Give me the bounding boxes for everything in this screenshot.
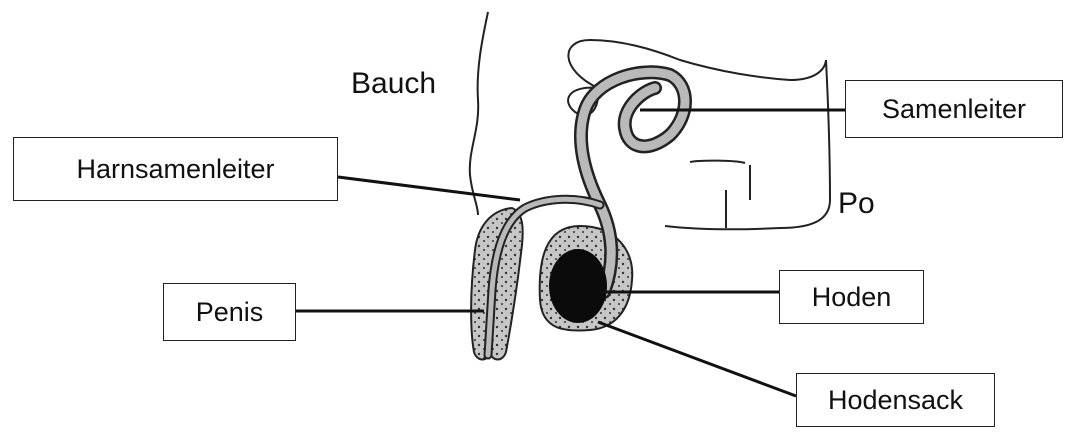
leader-hodensack	[598, 322, 796, 396]
label-box-samenleiter: Samenleiter	[845, 80, 1063, 138]
label-bauch: Bauch	[351, 67, 436, 101]
label-box-hoden: Hoden	[779, 270, 924, 324]
label-po: Po	[838, 187, 875, 221]
thigh-outline	[568, 40, 830, 229]
leader-harnsamenleiter	[338, 177, 520, 200]
belly-outline	[470, 12, 488, 215]
label-box-penis: Penis	[163, 283, 296, 341]
label-box-hodensack: Hodensack	[796, 373, 995, 427]
label-box-harnsamenleiter: Harnsamenleiter	[13, 137, 338, 201]
testis-shape	[549, 249, 607, 323]
